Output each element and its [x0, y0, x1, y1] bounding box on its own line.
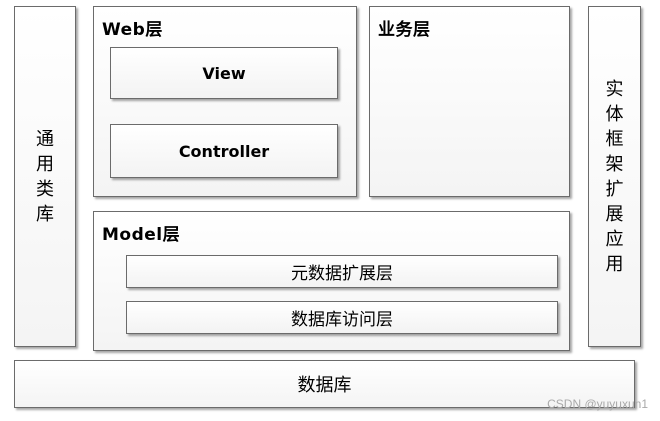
view-label: View	[202, 63, 246, 83]
controller-label: Controller	[178, 141, 270, 161]
web-layer-title: Web层	[102, 20, 163, 40]
business-layer-title: 业务层	[378, 20, 431, 40]
entity-framework-ext-label: 实体框架扩展应用	[605, 79, 624, 275]
common-library-panel: 通用类库	[14, 6, 76, 347]
database-panel: 数据库	[14, 360, 635, 408]
db-access-box: 数据库访问层	[126, 301, 558, 334]
web-layer-panel: Web层 View Controller	[93, 6, 357, 197]
model-layer-title: Model层	[102, 225, 181, 245]
db-access-label: 数据库访问层	[291, 310, 393, 330]
controller-box: Controller	[110, 124, 338, 178]
metadata-extension-label: 元数据扩展层	[291, 264, 393, 284]
model-layer-panel: Model层 元数据扩展层 数据库访问层	[93, 211, 570, 351]
database-label: 数据库	[297, 375, 352, 396]
entity-framework-ext-panel: 实体框架扩展应用	[588, 6, 641, 347]
common-library-label: 通用类库	[36, 129, 54, 225]
metadata-extension-box: 元数据扩展层	[126, 255, 558, 288]
watermark: CSDN @yuyuxun1	[547, 397, 648, 411]
business-layer-panel: 业务层	[369, 6, 570, 197]
view-box: View	[110, 47, 338, 99]
